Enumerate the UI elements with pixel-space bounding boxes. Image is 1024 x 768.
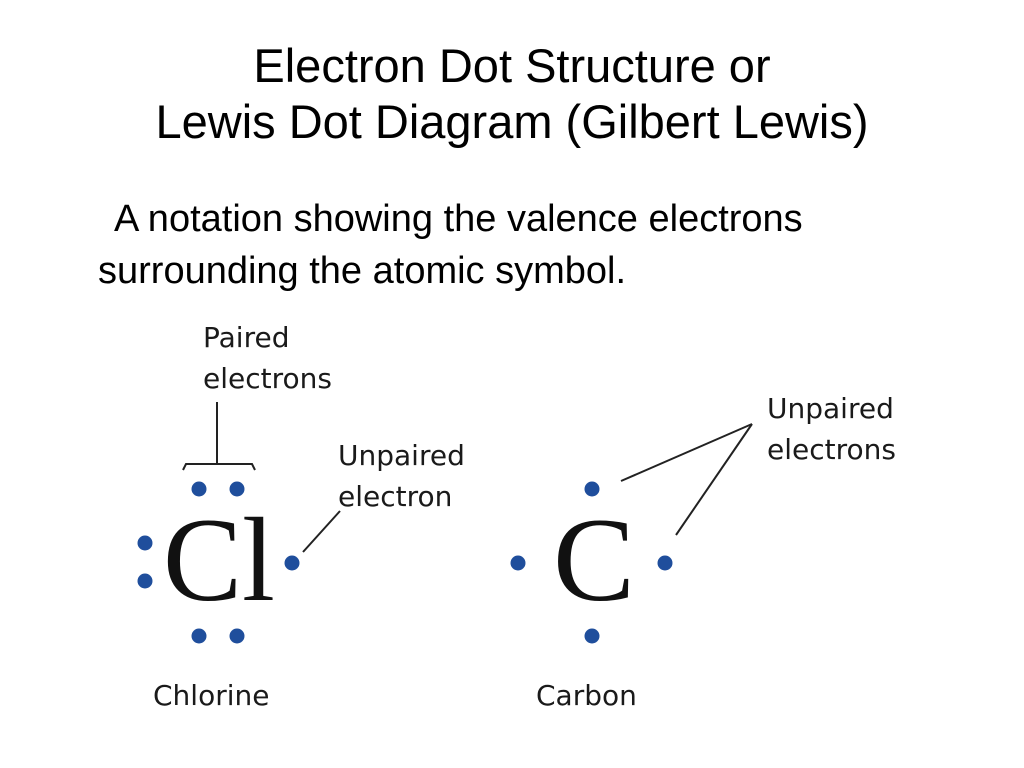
title-line-2: Lewis Dot Diagram (Gilbert Lewis) [155, 95, 869, 148]
paired-electrons-bracket [182, 402, 256, 471]
paired-electrons-label-line-1: Paired [203, 321, 289, 354]
carbon-electrons [510, 481, 673, 644]
unpaired-electron-pointer [302, 510, 341, 553]
chlorine-electron-bottom-2 [229, 628, 245, 644]
definition-line-2: surrounding the atomic symbol. [98, 250, 627, 292]
carbon-electron-bottom [584, 628, 600, 644]
chlorine-name-label: Chlorine [153, 679, 269, 712]
carbon-name-label: Carbon [536, 679, 637, 712]
definition-text: A notation showing the valence electrons… [98, 193, 998, 297]
chlorine-electron-left-2 [137, 573, 153, 589]
slide-title: Electron Dot Structure or Lewis Dot Diag… [0, 38, 1024, 150]
carbon-symbol: C [553, 493, 635, 626]
chlorine-electron-bottom-1 [191, 628, 207, 644]
definition-line-1: A notation showing the valence electrons [114, 198, 803, 240]
unpaired-electron-label-line-2: electron [338, 480, 452, 513]
carbon-unpaired-label-line-2: electrons [767, 433, 896, 466]
title-line-1: Electron Dot Structure or [253, 39, 771, 92]
carbon-electron-right [657, 555, 673, 571]
carbon-pointer-right [675, 423, 753, 536]
chlorine-electron-left-1 [137, 535, 153, 551]
chlorine-electron-top-2 [229, 481, 245, 497]
chlorine-electron-top-1 [191, 481, 207, 497]
chlorine-electrons [137, 481, 300, 644]
paired-electrons-label-line-2: electrons [203, 362, 332, 395]
carbon-electron-top [584, 481, 600, 497]
unpaired-electron-label-line-1: Unpaired [338, 439, 465, 472]
carbon-unpaired-label-line-1: Unpaired [767, 392, 894, 425]
chlorine-electron-right [284, 555, 300, 571]
carbon-electron-left [510, 555, 526, 571]
carbon-pointer-top [620, 423, 753, 482]
chlorine-symbol: Cl [163, 493, 275, 626]
